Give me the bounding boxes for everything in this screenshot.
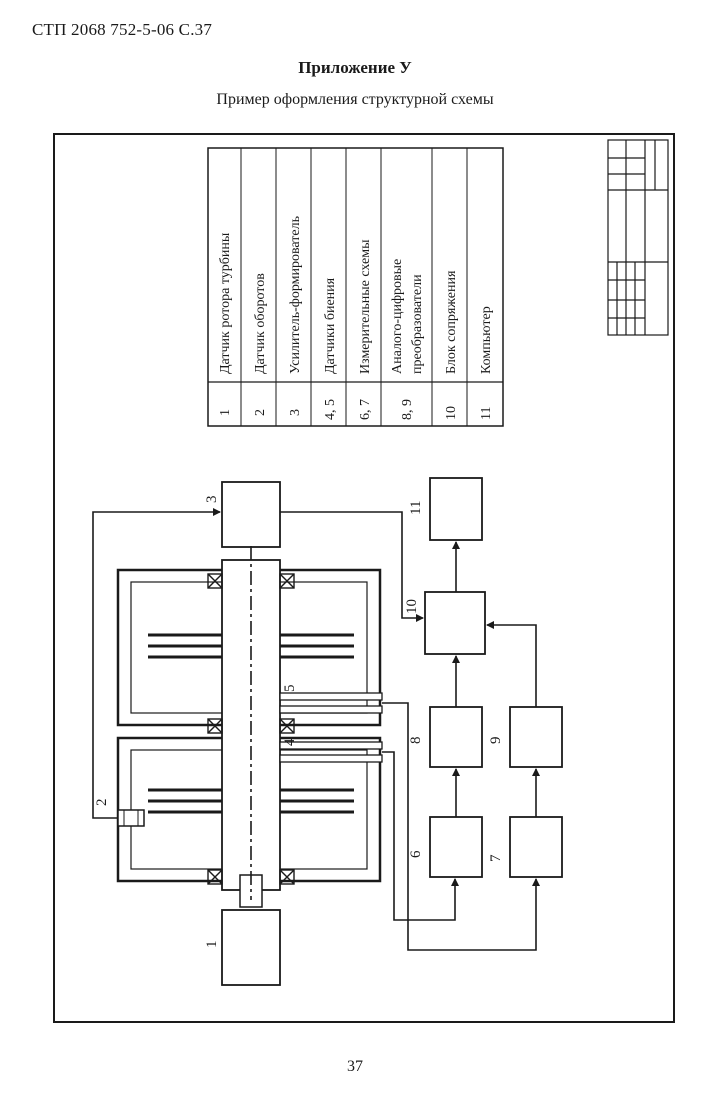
legend-num-1: 1 xyxy=(218,409,233,416)
link-4-to-6 xyxy=(382,751,459,921)
legend-label-1: Датчик ротора турбины xyxy=(218,232,233,374)
document-code: СТП 2068 752-5-06 С.37 xyxy=(32,20,213,39)
page-number: 37 xyxy=(347,1058,363,1075)
link-2-to-3 xyxy=(92,508,221,819)
legend-label-6b: преобразователи xyxy=(410,274,425,374)
legend-num-4: 4, 5 xyxy=(323,399,338,420)
legend-num-6: 8, 9 xyxy=(400,399,415,420)
label-5: 5 xyxy=(282,685,298,693)
block-10-interface xyxy=(424,591,486,655)
legend-label-6: Аналого-цифровые xyxy=(390,259,405,374)
legend-label-3: Усилитель-формирователь xyxy=(288,216,303,374)
sheet-frame xyxy=(53,133,675,1023)
legend-num-2: 2 xyxy=(253,409,268,416)
label-3: 3 xyxy=(204,496,220,504)
label-1: 1 xyxy=(204,941,220,949)
block-8-adc xyxy=(429,706,483,768)
legend-label-7: Блок сопряжения xyxy=(444,270,459,374)
legend-num-3: 3 xyxy=(288,409,303,416)
label-11: 11 xyxy=(408,501,424,515)
legend-table: 1 Датчик ротора турбины 2 Датчик оборото… xyxy=(207,147,504,427)
legend-label-2: Датчик оборотов xyxy=(253,273,268,374)
legend-label-5: Измерительные схемы xyxy=(358,239,373,374)
block-7-measuring xyxy=(509,816,563,878)
title-block xyxy=(607,139,669,336)
legend-label-8: Компьютер xyxy=(479,306,494,374)
appendix-title: Приложение У xyxy=(298,58,412,77)
legend-num-5: 6, 7 xyxy=(358,399,373,420)
link-9-to-10 xyxy=(486,621,537,707)
label-8: 8 xyxy=(408,737,424,745)
block-6-measuring xyxy=(429,816,483,878)
legend-num-8: 11 xyxy=(479,407,494,420)
appendix-subtitle: Пример оформления структурной схемы xyxy=(216,91,494,108)
block-9-adc xyxy=(509,706,563,768)
block-3-amplifier xyxy=(221,481,281,548)
label-7: 7 xyxy=(488,854,504,862)
label-6: 6 xyxy=(408,850,424,858)
label-9: 9 xyxy=(488,737,504,745)
label-2: 2 xyxy=(94,799,110,807)
link-5-to-7 xyxy=(382,702,540,951)
label-4: 4 xyxy=(282,738,298,746)
link-3-to-10 xyxy=(280,511,424,622)
legend-num-7: 10 xyxy=(444,406,459,420)
legend-label-4: Датчики биения xyxy=(323,277,338,374)
label-10: 10 xyxy=(404,599,420,614)
block-1-rotor-sensor xyxy=(221,909,281,986)
block-11-computer xyxy=(429,477,483,541)
turbine-assembly xyxy=(116,546,383,908)
